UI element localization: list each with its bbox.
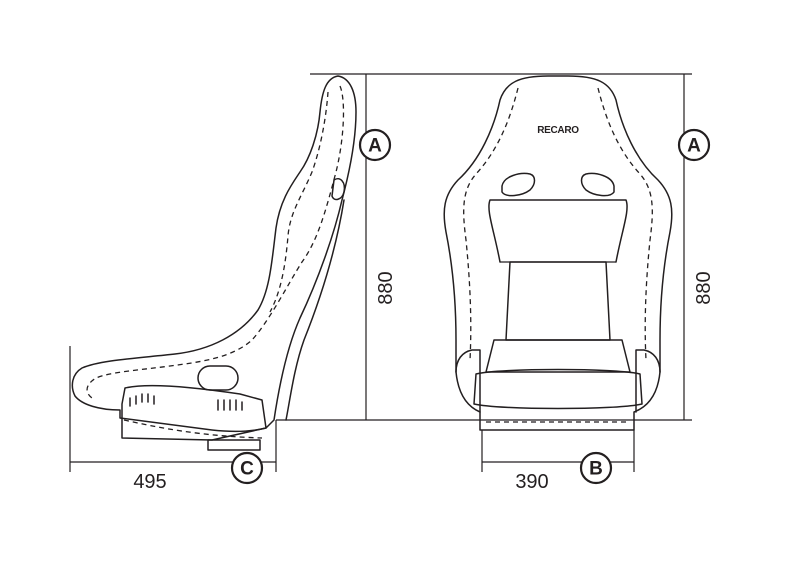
front-right-belt-slot [580,172,615,197]
svg-text:A: A [368,136,382,157]
side-back-dashed [269,91,329,313]
front-back-inner [488,199,628,263]
front-right-bolster-dashed [597,87,653,361]
svg-text:B: B [589,459,603,480]
svg-text:C: C [240,459,254,480]
side-bracket-dashed [123,419,263,439]
front-height-value: 880 [693,271,715,304]
side-depth-value: 495 [133,471,166,493]
side-height-value: 880 [375,271,397,304]
side-bracket-holes [129,393,243,411]
front-marker-a: A [677,128,711,162]
front-view-seat: RECARO [443,75,673,431]
front-left-belt-slot [501,172,536,197]
side-dimensions: 880 495 A C [69,73,397,493]
side-hip-slot [197,365,239,391]
front-width-value: 390 [515,471,548,493]
front-right-hip-bolster [635,349,661,413]
front-marker-b: B [579,451,613,485]
brand-logo: RECARO [537,125,579,136]
front-seat-upper [485,339,631,373]
front-left-bolster-dashed [463,87,519,361]
side-cushion-dashed [86,85,345,399]
front-seat-cushion [473,368,643,410]
side-view-seat [71,75,357,451]
front-left-hip-bolster [455,349,481,413]
side-shell-inner [285,199,345,421]
side-marker-a: A [358,128,392,162]
svg-text:A: A [687,136,701,157]
front-dimensions: 880 390 A B [380,73,715,493]
side-mount-bracket [121,384,267,441]
front-backrest-panel [505,261,611,341]
side-foot [207,439,261,451]
side-belt-slot [331,178,346,201]
side-shell-outline [71,75,357,433]
side-marker-c: C [230,451,264,485]
